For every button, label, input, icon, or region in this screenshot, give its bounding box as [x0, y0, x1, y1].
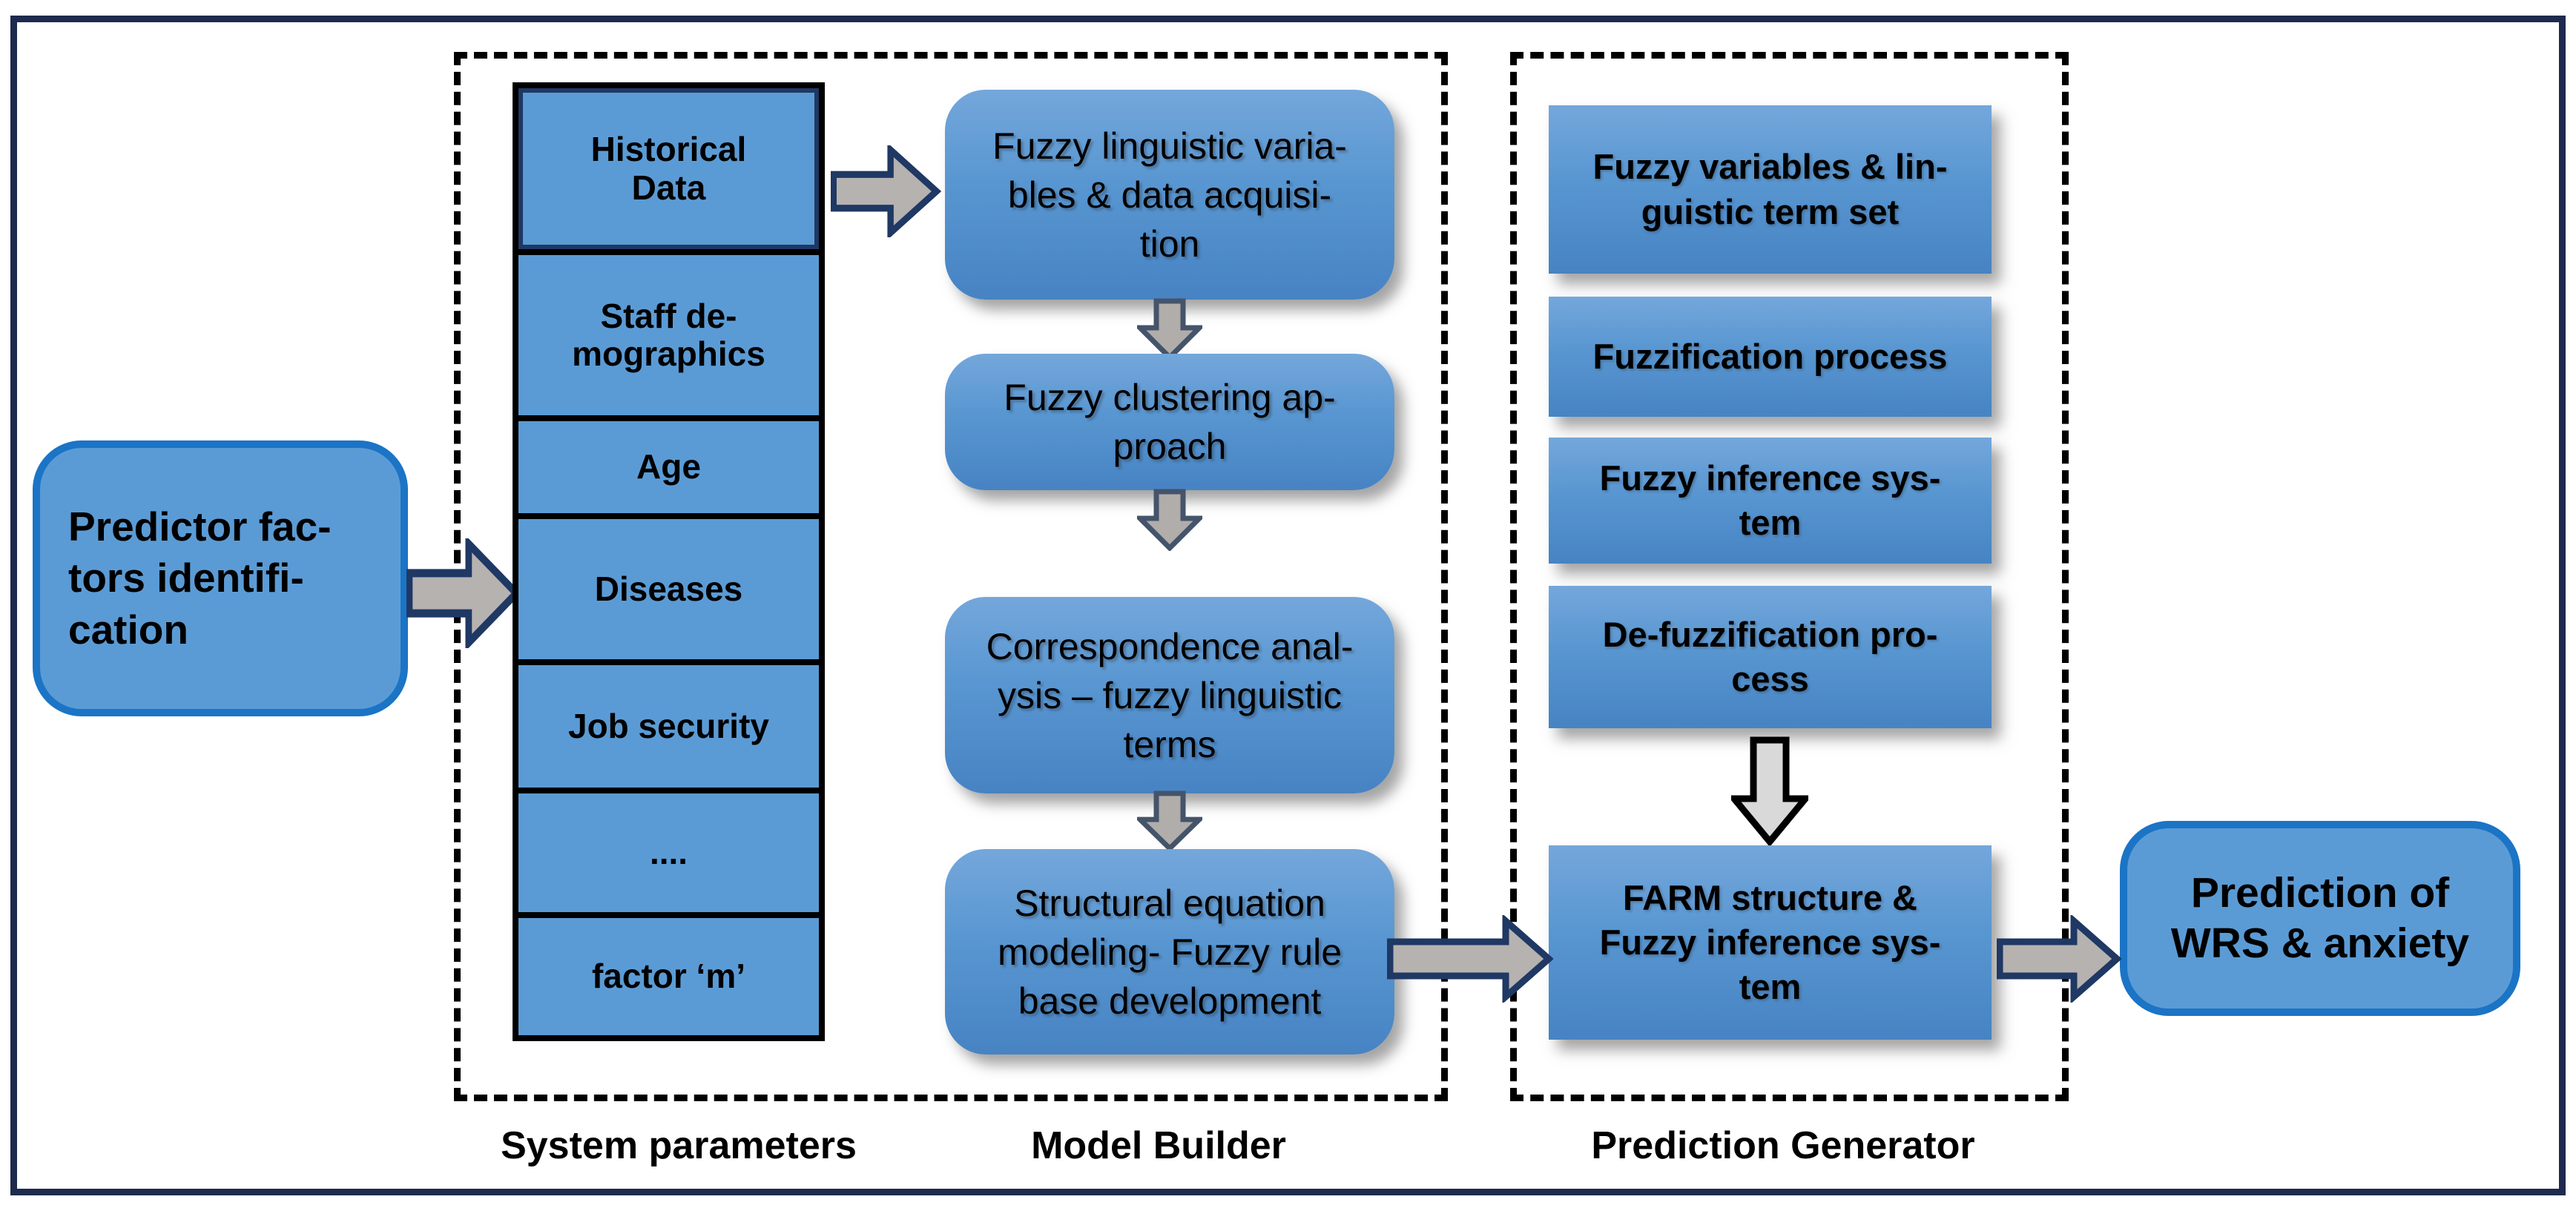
- model-builder-step-4-text: Structural equation modeling- Fuzzy rule…: [997, 882, 1343, 1022]
- system-parameters-stack: Historical Data Staff de- mographics Age…: [513, 82, 825, 1041]
- prediction-generator-step-1-text: Fuzzy variables & lin- guistic term set: [1592, 147, 1948, 231]
- arrow-down-mb2-to-mb3-icon: [1137, 489, 1202, 551]
- outer-frame: [10, 16, 2566, 1195]
- model-builder-step-3: Correspondence anal- ysis – fuzzy lingui…: [945, 597, 1394, 793]
- parameter-item-staff-demographics: Staff de- mographics: [518, 249, 819, 415]
- prediction-generator-group-box: [1510, 52, 2069, 1101]
- prediction-generator-step-2: Fuzzification process: [1549, 297, 1992, 417]
- parameter-item-historical-data: Historical Data: [518, 88, 819, 250]
- prediction-generator-label: Prediction Generator: [1591, 1124, 1975, 1167]
- predictor-factors-text: Predictor fac- tors identifi- cation: [68, 504, 332, 653]
- system-parameters-label: System parameters: [501, 1124, 857, 1167]
- prediction-generator-step-5-text: FARM structure & Fuzzy inference sys- te…: [1599, 877, 1941, 1007]
- prediction-generator-step-1: Fuzzy variables & lin- guistic term set: [1549, 105, 1992, 274]
- prediction-generator-step-2-text: Fuzzification process: [1592, 336, 1948, 376]
- arrow-down-defuzz-to-farm-icon: [1731, 736, 1808, 845]
- model-builder-step-4: Structural equation modeling- Fuzzy rule…: [945, 849, 1394, 1054]
- parameter-item-ellipsis: ....: [518, 787, 819, 913]
- predictor-factors-box: Predictor fac- tors identifi- cation: [33, 440, 408, 716]
- prediction-output-text: Prediction of WRS & anxiety: [2170, 869, 2470, 967]
- arrow-right-farm-to-output-icon: [1997, 915, 2121, 1003]
- prediction-generator-step-4: De-fuzzification pro- cess: [1549, 586, 1992, 728]
- model-builder-step-2-text: Fuzzy clustering ap- proach: [1004, 377, 1336, 467]
- model-builder-label: Model Builder: [1031, 1124, 1286, 1167]
- arrow-right-parameters-to-model-icon: [831, 145, 942, 237]
- model-builder-step-1-text: Fuzzy linguistic varia- bles & data acqu…: [992, 125, 1347, 265]
- arrow-right-model-to-farm-icon: [1387, 915, 1553, 1003]
- prediction-output-box: Prediction of WRS & anxiety: [2120, 821, 2520, 1016]
- model-builder-step-1: Fuzzy linguistic varia- bles & data acqu…: [945, 90, 1394, 300]
- parameter-item-job-security: Job security: [518, 659, 819, 788]
- prediction-generator-step-3-text: Fuzzy inference sys- tem: [1599, 458, 1941, 542]
- model-builder-step-3-text: Correspondence anal- ysis – fuzzy lingui…: [986, 625, 1354, 765]
- model-builder-step-2: Fuzzy clustering ap- proach: [945, 354, 1394, 490]
- parameter-item-age: Age: [518, 415, 819, 514]
- prediction-generator-step-3: Fuzzy inference sys- tem: [1549, 438, 1992, 564]
- arrow-right-input-to-parameters-icon: [406, 538, 522, 648]
- arrow-down-mb3-to-mb4-icon: [1137, 791, 1202, 851]
- arrow-down-mb1-to-mb2-icon: [1137, 298, 1202, 360]
- prediction-generator-step-5: FARM structure & Fuzzy inference sys- te…: [1549, 845, 1992, 1040]
- prediction-generator-step-4-text: De-fuzzification pro- cess: [1602, 614, 1938, 699]
- parameter-item-diseases: Diseases: [518, 513, 819, 660]
- parameter-item-factor-m: factor ‘m’: [518, 912, 819, 1036]
